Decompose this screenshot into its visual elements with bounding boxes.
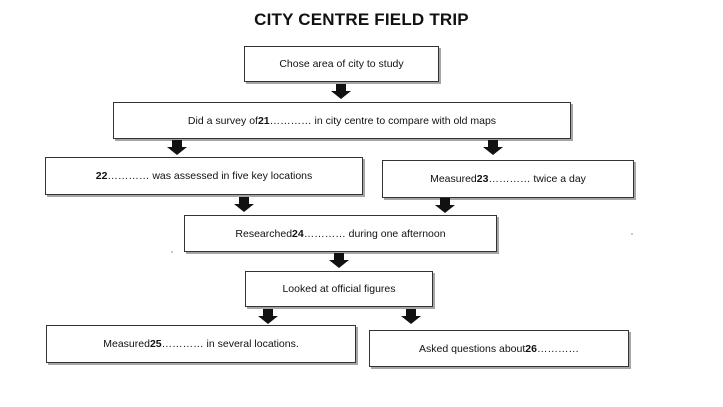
question-number-21: 21: [257, 114, 270, 127]
step-assessed: 22 ………… was assessed in five key locatio…: [45, 157, 363, 195]
step-measured-twice-after: ………… twice a day: [488, 173, 586, 185]
step-chose-area: Chose area of city to study: [244, 46, 439, 82]
question-number-23: 23: [476, 173, 489, 185]
step-measured-several: Measured 25 ………… in several locations.: [46, 325, 356, 363]
step-survey-before: Did a survey of: [187, 114, 258, 127]
step-official-figures: Looked at official figures: [245, 271, 433, 307]
step-assessed-after: ………… was assessed in five key locations: [107, 170, 313, 182]
question-number-25: 25: [149, 338, 162, 350]
question-number-24: 24: [292, 227, 304, 240]
step-measured-several-before: Measured: [103, 338, 150, 350]
step-asked-questions-after: …………: [536, 342, 579, 355]
scan-speck: [171, 251, 173, 253]
step-asked-questions-before: Asked questions about: [419, 342, 526, 355]
step-asked-questions: Asked questions about 26 …………: [369, 330, 629, 367]
page-title: CITY CENTRE FIELD TRIP: [254, 10, 469, 29]
step-survey-after: ………… in city centre to compare with old …: [269, 114, 497, 127]
step-measured-several-after: ………… in several locations.: [161, 338, 299, 350]
question-number-22: 22: [95, 170, 108, 182]
question-number-26: 26: [525, 342, 537, 355]
step-measured-twice-before: Measured: [430, 173, 477, 185]
step-official-figures-text: Looked at official figures: [282, 283, 396, 295]
step-measured-twice: Measured 23 ………… twice a day: [382, 160, 634, 198]
scan-speck: [631, 233, 633, 235]
step-researched-after: ………… during one afternoon: [303, 227, 446, 240]
step-researched-before: Researched: [235, 227, 293, 240]
step-researched: Researched 24 ………… during one afternoon: [184, 215, 497, 252]
step-chose-area-text: Chose area of city to study: [279, 58, 404, 70]
step-survey: Did a survey of 21 ………… in city centre t…: [113, 102, 571, 139]
